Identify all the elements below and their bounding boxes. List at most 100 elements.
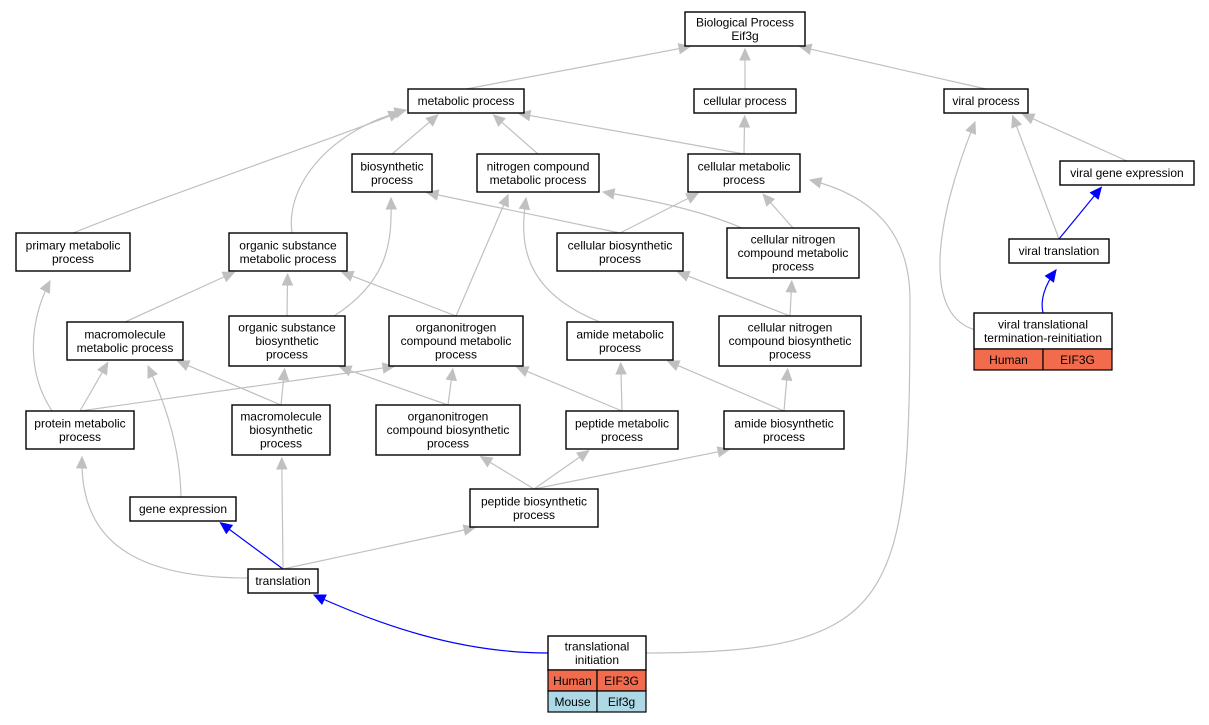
node-box	[129, 496, 237, 522]
edge-primary-to-metabolic	[72, 110, 402, 234]
edge-arrowhead	[385, 196, 398, 210]
node-label: process	[723, 173, 765, 187]
edge-arrowhead	[147, 364, 159, 379]
edge-line	[124, 271, 235, 323]
edge-viralterm-to-viraltrans	[1041, 269, 1057, 314]
node-label: process	[371, 173, 413, 187]
edge-arrowhead	[97, 361, 109, 376]
node-box	[351, 153, 433, 193]
node-viraltrans[interactable]: viral translation	[1008, 238, 1110, 264]
edge-arrowhead	[176, 360, 191, 371]
node-box	[547, 635, 647, 671]
edge-line	[220, 522, 284, 570]
node-label: process	[599, 252, 641, 266]
edge-line	[465, 45, 691, 90]
edge-line	[333, 197, 392, 317]
node-box	[556, 232, 684, 272]
node-geneexp[interactable]: gene expression	[129, 496, 237, 522]
edge-line	[667, 360, 785, 412]
node-label: process	[52, 252, 94, 266]
edge-line	[619, 192, 699, 234]
edge-arrowhead	[498, 193, 509, 208]
node-label: cellular metabolic	[698, 159, 791, 173]
edge-line	[1022, 113, 1128, 162]
node-metabolic[interactable]: metabolic process	[407, 88, 525, 114]
node-label: compound metabolic	[738, 246, 849, 260]
node-box	[228, 232, 348, 272]
node-label: biosynthetic	[360, 159, 423, 173]
node-label: biosynthetic	[249, 423, 312, 437]
edge-arrowhead	[515, 366, 530, 377]
node-viralgene[interactable]: viral gene expression	[1059, 160, 1195, 186]
node-label: amide biosynthetic	[734, 416, 833, 430]
node-label: termination-reinitiation	[984, 331, 1102, 345]
node-viral[interactable]: viral process	[943, 88, 1029, 114]
edge-arrowhead	[739, 47, 751, 61]
edge-line	[339, 366, 449, 406]
edge-cellnitro-to-cellmet	[762, 193, 794, 229]
node-box	[687, 153, 801, 193]
node-label: viral process	[952, 94, 1019, 108]
node-cellular[interactable]: cellular process	[693, 88, 797, 114]
edge-metabolic-to-root	[465, 43, 692, 90]
edge-peptidebio-to-orgnitbio	[479, 455, 535, 490]
node-box	[66, 321, 184, 361]
edge-line	[177, 360, 282, 406]
edge-transinit-to-cellmet	[645, 177, 911, 654]
node-label: Biological Process	[696, 15, 794, 29]
edge-viraltrans-to-viralgene	[1058, 186, 1103, 240]
edge-arrowhead	[780, 367, 793, 381]
node-label: organonitrogen	[416, 321, 497, 335]
edge-macromet-to-orgsub	[124, 271, 236, 323]
node-viralterm[interactable]: viral translationaltermination-reinitiat…	[973, 312, 1113, 371]
edge-macrobio-to-macromet	[176, 360, 282, 406]
edge-line	[81, 456, 249, 579]
edge-line	[645, 179, 911, 654]
node-box	[566, 321, 674, 361]
gene-cell	[596, 690, 647, 713]
node-label: process	[435, 348, 477, 362]
node-box	[231, 404, 331, 456]
edge-cellnitro-to-nitrogen	[601, 188, 743, 229]
node-label: cellular biosynthetic	[568, 238, 673, 252]
edge-arrowhead	[492, 114, 506, 127]
edge-arrowhead	[615, 361, 627, 375]
edge-peptidemet-to-amide	[615, 361, 627, 412]
edge-translation-to-geneexp	[219, 522, 284, 570]
edge-arrowhead	[1011, 114, 1023, 129]
node-label: primary metabolic	[26, 238, 121, 252]
species-label: Mouse	[554, 695, 590, 709]
edge-protein-to-organonit	[79, 362, 396, 412]
edge-translation-to-macrobio	[276, 456, 288, 570]
edge-arrowhead	[666, 360, 681, 372]
edge-line	[533, 449, 730, 490]
edge-arrowhead	[479, 455, 494, 468]
edge-cellnitrobio-to-cellbio	[676, 270, 791, 317]
node-translation[interactable]: translation	[247, 568, 319, 594]
node-label: process	[266, 348, 308, 362]
edge-line	[677, 271, 791, 317]
edge-arrowhead	[1021, 113, 1036, 125]
node-box	[565, 410, 679, 450]
